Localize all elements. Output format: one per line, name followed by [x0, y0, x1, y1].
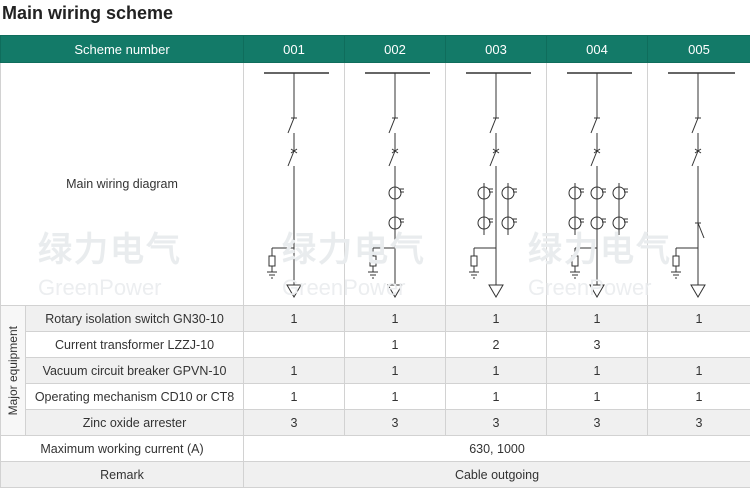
major-equipment-label: Major equipment — [6, 325, 20, 416]
diagram-001 — [243, 62, 346, 306]
watermark-logo-text: GreenPower — [528, 275, 652, 300]
major-equipment-cell: Major equipment — [0, 305, 26, 436]
equipment-name: Current transformer LZZJ-10 — [24, 331, 245, 358]
equipment-value: 1 — [445, 305, 548, 332]
equipment-value: 3 — [344, 409, 447, 436]
diagram-002 — [344, 62, 447, 306]
equipment-value: 1 — [344, 383, 447, 410]
equipment-value: 1 — [445, 357, 548, 384]
equipment-row: Vacuum circuit breaker GPVN-10 1 1 1 1 1 — [1, 357, 750, 384]
equipment-value: 3 — [546, 409, 649, 436]
watermark-logo-text: GreenPower — [282, 275, 406, 300]
watermark-logo-text: GreenPower — [38, 275, 162, 300]
scheme-header-004: 004 — [546, 35, 649, 63]
equipment-value: 3 — [546, 331, 649, 358]
diagram-005 — [647, 62, 750, 306]
equipment-value: 1 — [546, 305, 649, 332]
diagram-row: Main wiring diagram — [0, 62, 750, 306]
equipment-value: 1 — [344, 331, 447, 358]
scheme-header-002: 002 — [344, 35, 447, 63]
watermark-logo-text: 绿力电气 — [282, 230, 426, 270]
equipment-value: 1 — [546, 383, 649, 410]
diagram-003 — [445, 62, 548, 306]
scheme-header-003: 003 — [445, 35, 548, 63]
equipment-row: Operating mechanism CD10 or CT8 1 1 1 1 … — [1, 383, 750, 410]
wiring-diagram-004-icon — [567, 72, 633, 298]
wiring-diagram-002-icon — [365, 72, 431, 298]
max-current-value: 630, 1000 — [243, 435, 750, 462]
equipment-name: Zinc oxide arrester — [24, 409, 245, 436]
header-row: Scheme number 001 002 003 004 005 — [0, 35, 750, 63]
max-current-row: Maximum working current (A) 630, 1000 — [0, 435, 750, 462]
equipment-name: Vacuum circuit breaker GPVN-10 — [24, 357, 245, 384]
equipment-name: Rotary isolation switch GN30-10 — [24, 305, 245, 332]
equipment-value: 1 — [647, 305, 750, 332]
equipment-row: Major equipment Rotary isolation switch … — [0, 305, 750, 436]
equipment-value: 1 — [445, 383, 548, 410]
diagram-label: Main wiring diagram — [0, 62, 245, 306]
page-title: Main wiring scheme — [2, 3, 174, 23]
equipment-value: 1 — [647, 383, 750, 410]
equipment-value — [243, 331, 346, 358]
equipment-value: 1 — [243, 305, 346, 332]
equipment-value: 1 — [344, 357, 447, 384]
scheme-header-005: 005 — [647, 35, 750, 63]
equipment-value: 1 — [647, 357, 750, 384]
equipment-row: Current transformer LZZJ-10 1 2 3 — [1, 331, 750, 358]
scheme-header-001: 001 — [243, 35, 346, 63]
scheme-number-header: Scheme number — [0, 35, 245, 63]
remark-value: Cable outgoing — [243, 461, 750, 488]
equipment-value: 3 — [445, 409, 548, 436]
equipment-value: 3 — [647, 409, 750, 436]
remark-label: Remark — [0, 461, 245, 488]
equipment-value: 3 — [243, 409, 346, 436]
watermark-logo-text: 绿力电气 — [528, 230, 672, 270]
wiring-diagram-005-icon — [668, 72, 736, 298]
equipment-value: 2 — [445, 331, 548, 358]
wiring-diagram-003-icon — [466, 72, 532, 298]
equipment-row: Zinc oxide arrester 3 3 3 3 3 — [1, 409, 750, 436]
equipment-value: 1 — [243, 383, 346, 410]
equipment-value: 1 — [546, 357, 649, 384]
max-current-label: Maximum working current (A) — [0, 435, 245, 462]
equipment-name: Operating mechanism CD10 or CT8 — [24, 383, 245, 410]
remark-row: Remark Cable outgoing — [0, 461, 750, 488]
equipment-value: 1 — [243, 357, 346, 384]
watermark-logo-text: 绿力电气 — [38, 230, 182, 270]
equipment-value — [647, 331, 750, 358]
wiring-scheme-table: Scheme number 001 002 003 004 005 Main w… — [0, 35, 750, 488]
equipment-value: 1 — [344, 305, 447, 332]
wiring-diagram-001-icon — [264, 72, 330, 298]
